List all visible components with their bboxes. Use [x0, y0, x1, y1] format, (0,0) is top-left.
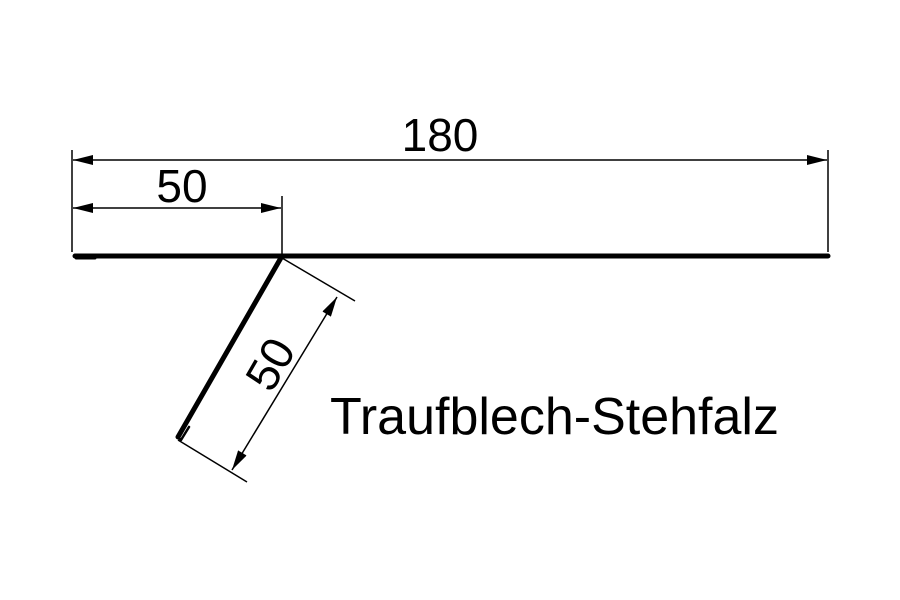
extension-lines [71, 150, 829, 483]
sheet-hem-bottom [176, 425, 191, 442]
dimension-lines [73, 155, 827, 471]
sheet-profile [72, 253, 831, 442]
dimension-line-50-leg [231, 296, 338, 471]
dimension-label-180: 180 [402, 109, 479, 161]
sheet-hem-left [73, 254, 97, 260]
drawing-title: Traufblech-Stehfalz [330, 388, 779, 446]
dimension-label-50-leg: 50 [235, 329, 306, 399]
dimension-label-50-flat: 50 [156, 160, 207, 212]
extension-line-leg-top [281, 257, 356, 302]
extension-line-leg-bottom [177, 439, 248, 483]
